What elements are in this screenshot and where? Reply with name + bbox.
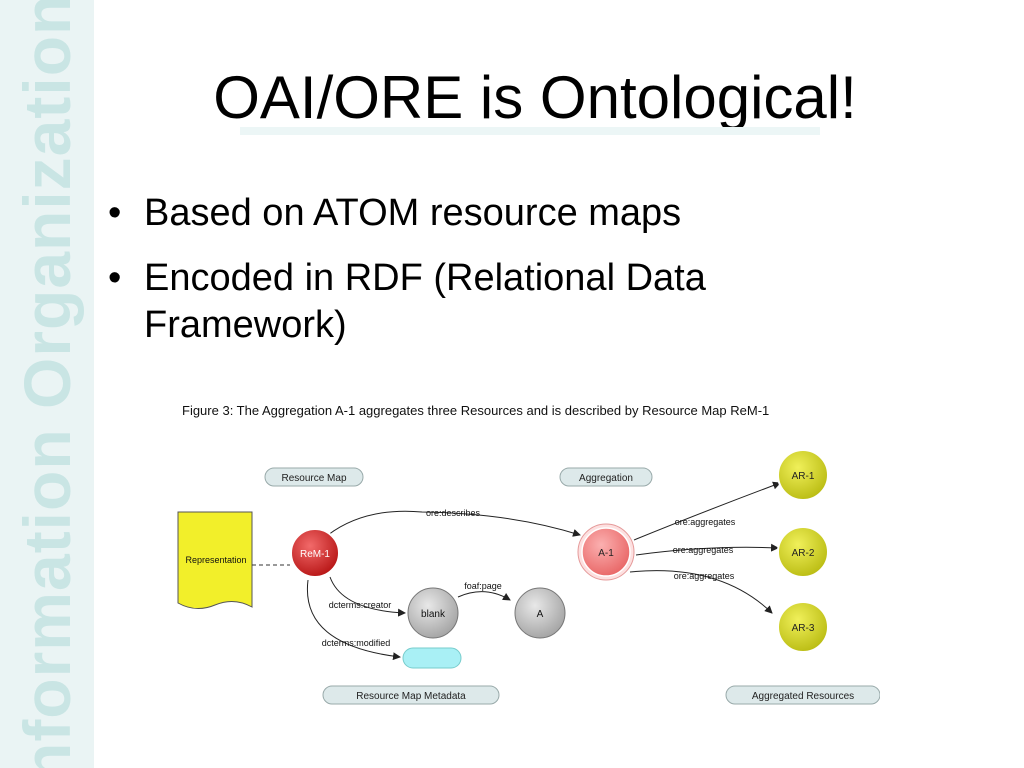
describes-edge-label: ore:describes — [426, 508, 481, 518]
bullet-dot: • — [108, 192, 122, 234]
aggregates-edge-3 — [629, 570, 773, 614]
bullet-text: Based on ATOM resource maps — [144, 192, 682, 234]
ar1-label: AR-1 — [792, 471, 815, 482]
bullet-item: • Encoded in RDF (Relational Data Framewo… — [106, 255, 886, 349]
aggregated-resources-pill — [725, 685, 880, 705]
a-node — [514, 587, 566, 639]
aggregates-edge-3-label: ore:aggregates — [674, 571, 735, 581]
aggregated-resources-label: Aggregated Resources — [752, 691, 854, 702]
ar1-node — [777, 449, 829, 501]
aggregates-edge-1-label: ore:aggregates — [675, 517, 736, 527]
ore-diagram: Figure 3: The Aggregation A-1 aggregates… — [177, 403, 880, 705]
page-title: OAI/ORE is Ontological! — [213, 64, 857, 131]
blank-node-label: blank — [421, 609, 446, 620]
blank-node — [407, 587, 459, 639]
ar2-node — [777, 526, 829, 578]
bullet-text: Encoded in RDF (Relational Data Framewor… — [144, 257, 706, 346]
ar3-node — [777, 601, 829, 653]
creator-edge-label: dcterms:creator — [329, 600, 392, 610]
creator-edge — [329, 576, 406, 617]
describes-edge — [327, 510, 581, 537]
resource-map-pill — [264, 467, 364, 487]
sidebar-banner: Information Organization — [0, 0, 94, 768]
foaf-page-edge — [457, 591, 511, 601]
ar2-label: AR-2 — [792, 548, 815, 559]
modified-edge-label: dcterms:modified — [322, 638, 391, 648]
aggregates-edge-2-label: ore:aggregates — [673, 545, 734, 555]
aggregation-label: Aggregation — [579, 473, 633, 484]
aggregation-node-label: A-1 — [598, 548, 614, 559]
bullet-list: • Based on ATOM resource maps • Encoded in… — [106, 190, 886, 367]
aggregation-pill — [559, 467, 653, 487]
foaf-page-edge-label: foaf:page — [464, 581, 502, 591]
resource-map-metadata-label: Resource Map Metadata — [356, 691, 466, 702]
ar3-label: AR-3 — [792, 623, 815, 634]
resource-map-metadata-pill — [322, 685, 500, 705]
sidebar-watermark: Information Organization — [10, 0, 84, 768]
modified-literal — [402, 647, 462, 669]
rem-label: ReM-1 — [300, 549, 330, 560]
representation-label: Representation — [185, 555, 246, 565]
modified-edge — [306, 579, 401, 661]
aggregates-edge-1 — [633, 481, 781, 541]
figure-caption: Figure 3: The Aggregation A-1 aggregates… — [182, 403, 769, 418]
rem-node — [290, 528, 340, 578]
bullet-item: • Based on ATOM resource maps — [106, 190, 886, 237]
representation-document-shape — [177, 511, 253, 609]
title-underline — [240, 127, 820, 135]
bullet-dot: • — [108, 257, 122, 299]
aggregation-node — [581, 527, 631, 577]
a-node-label: A — [537, 609, 544, 620]
aggregates-edge-2 — [635, 543, 779, 556]
resource-map-label: Resource Map — [281, 473, 346, 484]
